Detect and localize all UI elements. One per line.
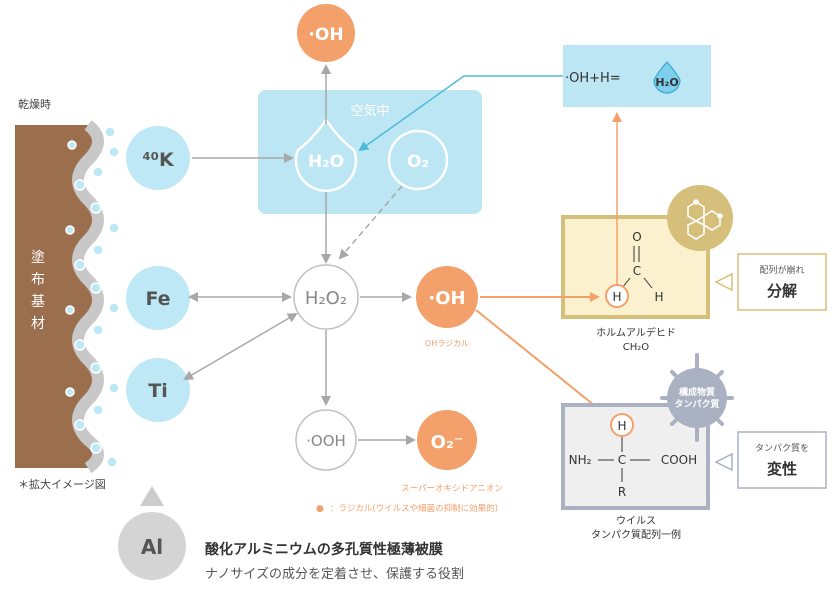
arrow-ti-h2o2 (183, 312, 298, 381)
substrate-char-1: 塗 (31, 249, 45, 266)
virus-badge-line1: 構成物質 (679, 386, 715, 398)
ti-label: Ti (148, 380, 167, 402)
enlarged-note: ＊拡大イメージ図 (18, 477, 106, 491)
al-subtitle: ナノサイズの成分を定着させ、保護する役割 (205, 566, 464, 582)
ti-circle (126, 358, 190, 422)
legend-text: ：ラジカル(ウイルスや細菌の抑制に効果的) (330, 503, 498, 514)
formaldehyde-o: O (632, 230, 641, 244)
k40-circle (126, 126, 190, 190)
reaction-h2o: H₂O (655, 76, 678, 89)
dry-time-label: 乾燥時 (18, 98, 51, 111)
virus-name: ウイルス (616, 515, 656, 527)
h2o-label: H₂O (308, 152, 344, 172)
protein-example: タンパク質配列一例 (591, 528, 681, 541)
particle-dots (65, 126, 120, 468)
al-pointer (140, 486, 164, 506)
substrate-panel (15, 120, 120, 474)
ooh-label: ·OOH (306, 432, 346, 450)
denature-main: 変性 (767, 460, 797, 478)
virus-r: R (618, 485, 626, 499)
al-label: Al (141, 535, 163, 559)
reaction-left: ·OH+H= (565, 71, 621, 86)
al-title: 酸化アルミニウムの多孔質性極薄被膜 (205, 541, 443, 558)
arrow-oh-to-virus (475, 309, 612, 420)
o2minus-circle (417, 410, 477, 470)
o2-label: O₂ (407, 152, 429, 172)
virus-h: H (617, 419, 626, 433)
formaldehyde-formula: CH₂O (623, 342, 650, 353)
air-label: 空気中 (350, 103, 389, 119)
oh-top-label: ·OH (308, 25, 343, 45)
formaldehyde-h2: H (654, 290, 663, 304)
o2-circle (387, 129, 449, 191)
superoxide-label: スーパーオキシドアニオン (401, 484, 503, 494)
oh-center-circle (416, 266, 478, 328)
cooh-label: COOH (661, 453, 697, 467)
o2minus-label: O₂⁻ (431, 432, 464, 453)
oh-radical-label: OHラジカル (425, 339, 469, 348)
al-circle (118, 512, 186, 580)
formaldehyde-c: C (633, 264, 641, 278)
substrate-label: 塗 布 基 材 (31, 249, 45, 332)
fe-circle (126, 266, 190, 330)
denature-box (737, 431, 827, 489)
ooh-circle (295, 409, 357, 471)
decompose-box (737, 253, 827, 311)
virus-h-target (610, 413, 634, 437)
substrate-char-3: 基 (31, 293, 45, 310)
oh-center-label: ·OH (428, 288, 465, 309)
k40-label: ⁴⁰K (142, 149, 175, 171)
oh-top-circle (297, 4, 355, 62)
reaction-box (563, 45, 711, 107)
virus-badge-line2: タンパク質 (674, 398, 719, 410)
h2o-droplet (294, 117, 358, 193)
decompose-pointer (714, 272, 733, 292)
substrate-char-4: 材 (31, 316, 45, 332)
virus-c: C (618, 453, 626, 467)
h2o2-circle (293, 264, 359, 330)
legend-dot: ● (316, 504, 324, 514)
denature-caption: タンパク質を (755, 442, 809, 454)
h2o2-label: H₂O₂ (305, 288, 347, 309)
formaldehyde-name: ホルムアルデヒド (596, 326, 676, 339)
formaldehyde-h-target (605, 284, 629, 308)
substrate-char-2: 布 (31, 272, 45, 288)
arrow-o2-to-h2o2 (338, 185, 403, 260)
reaction-droplet (653, 61, 681, 94)
virus-icon (660, 353, 734, 442)
denature-pointer (714, 452, 733, 472)
formaldehyde-h1: H (612, 290, 621, 304)
molecule-icon (687, 199, 723, 240)
decompose-caption: 配列が崩れ (759, 264, 804, 276)
nh2-label: NH₂ (569, 453, 592, 467)
arrow-reaction-to-h2o (358, 75, 563, 152)
fe-label: Fe (145, 288, 170, 310)
decompose-main: 分解 (767, 282, 797, 300)
